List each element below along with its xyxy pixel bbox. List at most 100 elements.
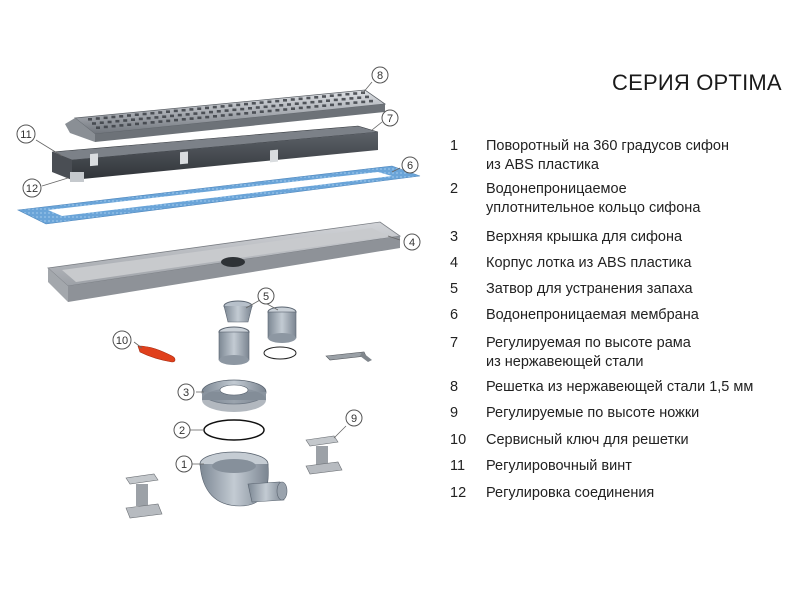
grate-hole xyxy=(314,96,319,99)
grate-hole xyxy=(318,100,323,103)
grate-hole xyxy=(232,108,237,112)
grate-hole xyxy=(236,103,241,107)
callout-6: 6 xyxy=(401,156,419,174)
odor-traps xyxy=(218,300,297,365)
grate-hole xyxy=(255,106,260,109)
callout-3: 3 xyxy=(177,383,195,401)
grate-hole xyxy=(95,117,100,120)
exploded-diagram: 8 7 6 4 5 10 3 2 1 9 11 12 xyxy=(16,66,421,519)
grate-hole xyxy=(353,101,358,104)
legend-text: Верхняя крышка для сифона xyxy=(486,228,791,247)
grate-hole xyxy=(353,92,358,95)
grate-hole xyxy=(197,116,202,120)
svg-text:9: 9 xyxy=(351,413,357,425)
grate-hole xyxy=(279,104,284,107)
legend-number: 1 xyxy=(450,138,459,154)
siphon-cover xyxy=(201,379,267,412)
grate-hole xyxy=(345,92,350,96)
svg-text:7: 7 xyxy=(387,113,393,125)
grate-hole xyxy=(244,102,248,106)
legend-text: Регулировочный винт xyxy=(486,457,791,476)
legend-number: 11 xyxy=(450,458,466,474)
grate-hole xyxy=(205,106,209,110)
grate-hole xyxy=(240,107,245,111)
legend-number: 7 xyxy=(450,335,459,351)
callout-11: 11 xyxy=(16,124,36,144)
grate-hole xyxy=(127,114,131,117)
grate-hole xyxy=(314,105,319,108)
grate-hole xyxy=(189,117,194,120)
grate-hole xyxy=(220,105,225,108)
grate-hole xyxy=(142,112,147,116)
legend-text-line: из ABS пластика xyxy=(486,157,599,173)
frame xyxy=(51,125,379,182)
grate-hole xyxy=(306,96,311,100)
grate-hole xyxy=(150,121,155,124)
legend-number: 3 xyxy=(450,229,459,245)
grate-hole xyxy=(193,112,198,115)
legend-text: Регулировка соединения xyxy=(486,484,791,503)
grate-hole xyxy=(154,116,159,119)
legend-text-line: уплотнительное кольцо сифона xyxy=(486,200,701,216)
grate-hole xyxy=(127,123,132,126)
callout-5: 5 xyxy=(257,287,275,305)
service-key xyxy=(137,345,176,363)
callout-10: 10 xyxy=(112,330,132,350)
grate-hole xyxy=(209,110,213,114)
membrane xyxy=(16,165,421,225)
title: СЕРИЯ OPTIMA xyxy=(612,70,782,95)
legend-text-line: Затвор для устранения запаха xyxy=(486,281,693,297)
grate-hole xyxy=(337,93,342,97)
grate-hole xyxy=(345,102,350,105)
grate-hole xyxy=(329,94,334,97)
legend-text-line: Сервисный ключ для решетки xyxy=(486,432,689,448)
grate-hole xyxy=(138,117,143,121)
grate-hole xyxy=(322,95,326,98)
grate-hole xyxy=(212,105,217,109)
grate-hole xyxy=(213,115,217,118)
callout-4: 4 xyxy=(403,233,421,251)
grate-hole xyxy=(185,113,190,116)
legend-text: Решетка из нержавеющей стали 1,5 мм xyxy=(486,378,791,397)
grate-hole xyxy=(302,101,307,105)
svg-text:8: 8 xyxy=(377,70,383,82)
grate-hole xyxy=(119,115,124,118)
grate-hole xyxy=(134,113,139,116)
adjustable-foot-left xyxy=(125,473,163,519)
grate-hole xyxy=(205,115,210,119)
grate-hole xyxy=(263,105,268,109)
grate-hole xyxy=(361,100,366,104)
legend-text-line: Регулируемая по высоте рама xyxy=(486,335,691,351)
svg-text:4: 4 xyxy=(409,237,415,249)
grate-hole xyxy=(111,124,116,128)
legend-text-line: Решетка из нержавеющей стали 1,5 мм xyxy=(486,379,754,395)
grate-hole xyxy=(111,115,116,119)
seal-ring xyxy=(203,419,265,441)
grate-hole xyxy=(135,122,139,126)
grate-hole xyxy=(181,108,186,112)
grate-hole xyxy=(115,119,120,123)
grate-hole xyxy=(287,103,291,106)
grate-hole xyxy=(99,121,104,124)
svg-text:5: 5 xyxy=(263,291,269,303)
grate-hole xyxy=(173,109,178,113)
legend-text: Корпус лотка из ABS пластика xyxy=(486,254,791,273)
grate-hole xyxy=(251,102,256,105)
grate-hole xyxy=(197,107,202,110)
svg-text:12: 12 xyxy=(26,183,38,195)
grate-hole xyxy=(224,109,229,112)
grate-hole xyxy=(181,118,186,121)
grate-hole xyxy=(107,120,112,124)
legend-text-line: Регулировочный винт xyxy=(486,458,632,474)
grate-hole xyxy=(236,112,241,116)
grate-hole xyxy=(189,108,194,111)
grate-hole xyxy=(166,119,171,123)
grate-hole xyxy=(283,99,287,102)
grate-hole xyxy=(294,102,299,105)
hex-key xyxy=(325,351,372,362)
grate-hole xyxy=(158,111,163,114)
grate-hole xyxy=(88,118,92,121)
grate-hole xyxy=(158,120,163,123)
svg-text:11: 11 xyxy=(20,129,31,141)
